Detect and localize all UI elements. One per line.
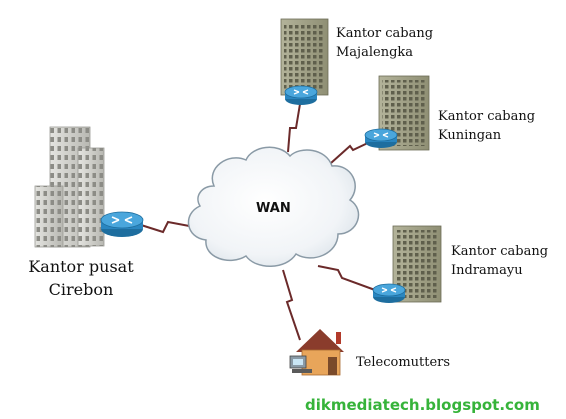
router-icon — [372, 283, 406, 303]
link-kuningan-wan — [330, 140, 373, 164]
link-hq-wan — [140, 220, 201, 234]
branch-city-label: Majalengka — [336, 45, 414, 60]
telecommuter-label: Telecomutters — [356, 355, 451, 370]
headquarters-type-label: Kantor pusat — [28, 257, 134, 276]
branch-label-majalengka: Kantor cabang Majalengka — [336, 24, 433, 62]
office-building-icon — [280, 18, 329, 96]
branch-label-kuningan: Kantor cabang Kuningan — [438, 107, 535, 145]
headquarters-label: Kantor pusat Cirebon — [23, 255, 139, 301]
link-telecommuter-wan — [282, 269, 301, 341]
wan-cloud-label: WAN — [256, 201, 291, 216]
branch-type-label: Kantor cabang — [438, 109, 536, 124]
router-icon — [100, 211, 144, 237]
branch-city-label: Kuningan — [438, 128, 502, 143]
cloud-icon — [187, 146, 360, 267]
branch-label-indramayu: Kantor cabang Indramayu — [451, 242, 548, 280]
branch-type-label: Kantor cabang — [336, 26, 434, 41]
office-building-icon — [34, 126, 105, 248]
watermark-text: dikmediatech.blogspot.com — [305, 396, 540, 414]
branch-type-label: Kantor cabang — [451, 244, 549, 259]
router-icon — [364, 128, 398, 148]
branch-city-label: Indramayu — [451, 263, 523, 278]
link-indramayu-wan — [317, 265, 376, 291]
headquarters-city-label: Cirebon — [48, 280, 114, 299]
router-icon — [284, 85, 318, 105]
network-links — [140, 103, 376, 341]
link-majalengka-wan — [287, 103, 301, 153]
house-icon — [289, 329, 344, 376]
